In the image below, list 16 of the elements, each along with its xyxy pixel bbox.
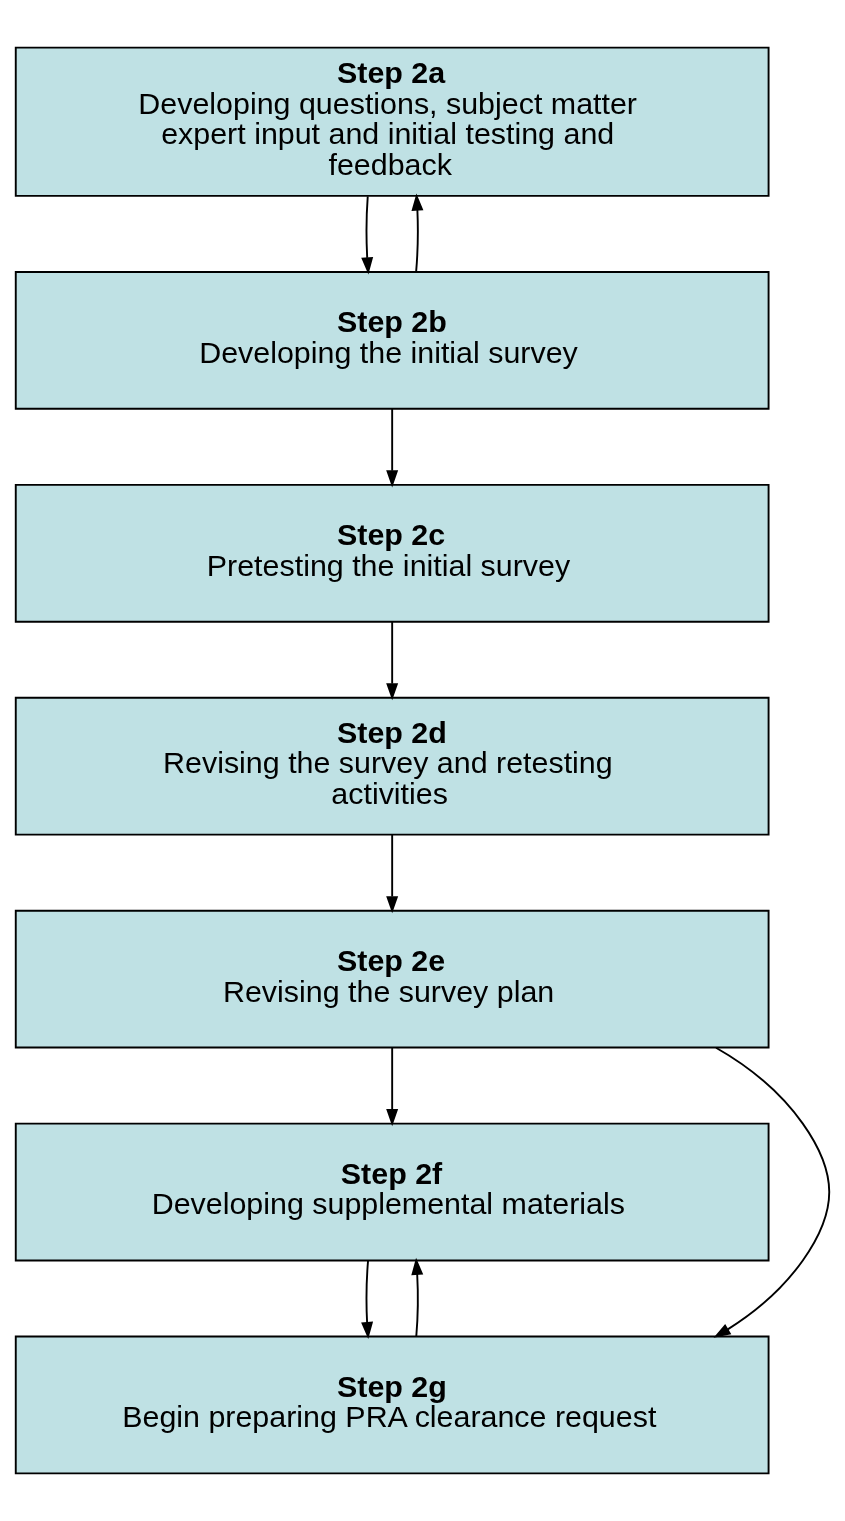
node-box: Step 2e Revising the survey plan (14, 909, 770, 1049)
node-box: Step 2a Developing questions, subject matter expert input and initial testing and feedback (14, 46, 770, 197)
arrow (361, 195, 374, 275)
arrow (411, 1257, 424, 1338)
arrow (386, 1046, 399, 1127)
arrow (361, 1259, 374, 1340)
node-box: Step 2b Developing the initial survey (14, 271, 770, 410)
node-box: Step 2d Revising the survey and retesting activities (14, 696, 770, 836)
arrow (386, 833, 399, 914)
arrow (713, 1046, 831, 1338)
arrow (411, 193, 424, 273)
arrow (386, 408, 399, 488)
node-box: Step 2g Begin preparing PRA clearance request (14, 1335, 770, 1475)
arrow (386, 620, 399, 701)
node-box: Step 2c Pretesting the initial survey (14, 483, 770, 623)
node-box: Step 2f Developing supplemental materials (14, 1122, 770, 1262)
